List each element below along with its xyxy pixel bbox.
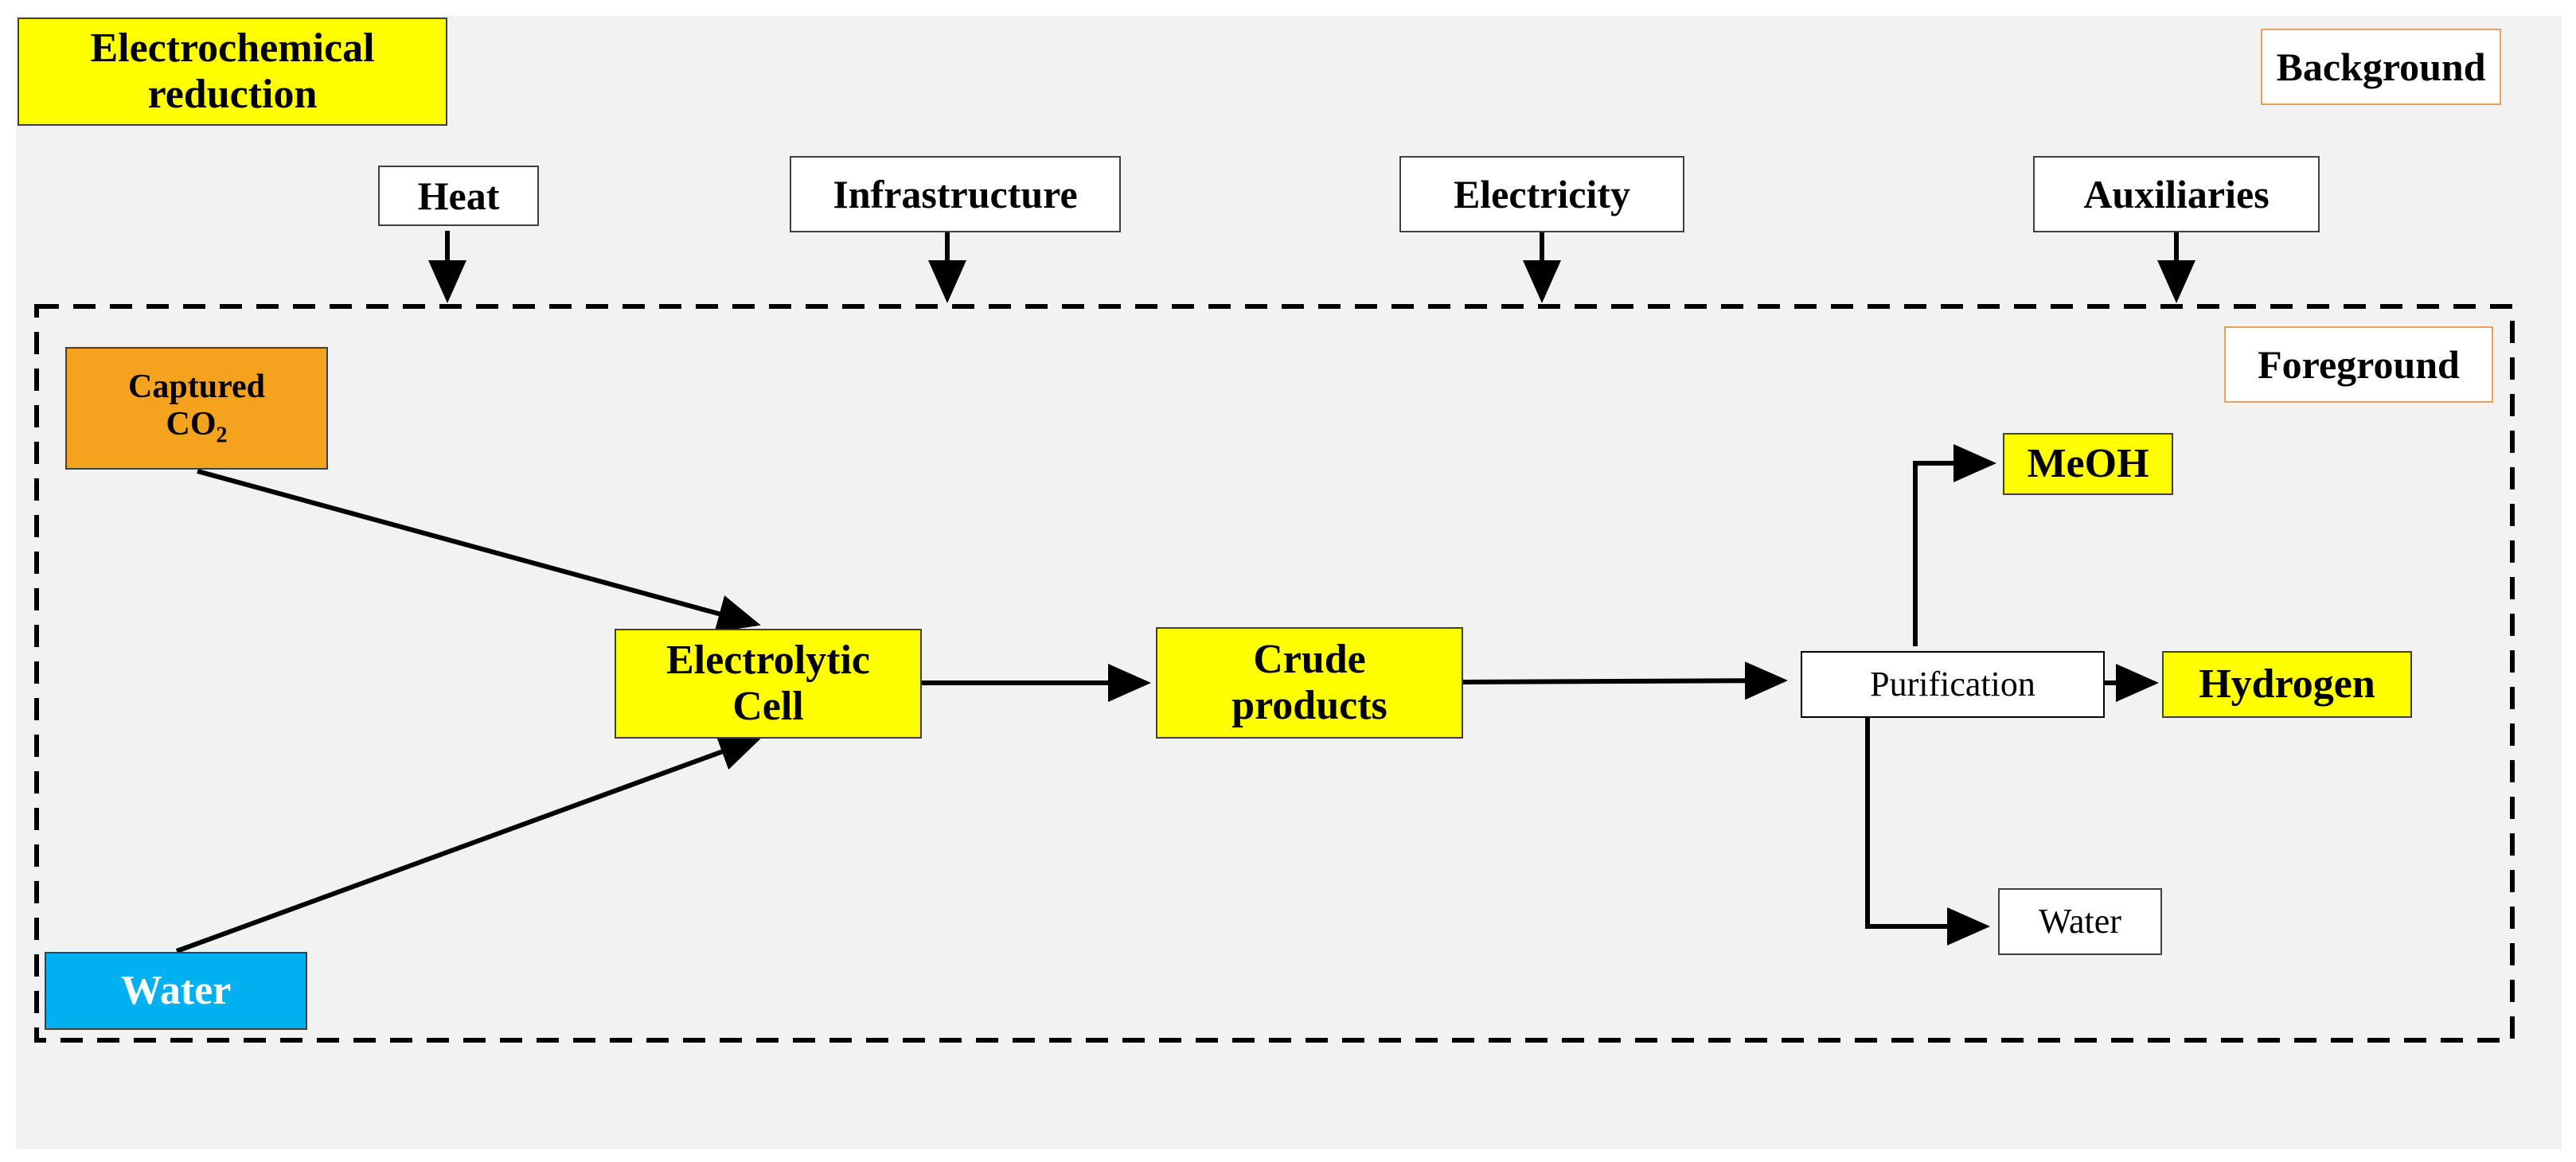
co2-to-cell-arrow [197,469,761,633]
water-output-label: Water [2039,902,2121,942]
foreground-label-text: Foreground [2258,342,2460,387]
hydrogen-box: Hydrogen [2162,651,2412,718]
purification-to-meoh-arrow [1913,444,1996,646]
electricity-box: Electricity [1399,156,1684,232]
hydrogen-label: Hydrogen [2199,661,2375,707]
background-label-text: Background [2276,45,2486,89]
auxiliaries-box: Auxiliaries [2033,156,2320,232]
captured-co2-label-line1: Captured [128,368,265,406]
infrastructure-label: Infrastructure [833,172,1078,216]
heat-box: Heat [378,166,539,226]
electrolytic-cell-box: Electrolytic Cell [615,629,922,739]
purification-label: Purification [1870,665,2035,704]
water-input-label: Water [120,967,232,1013]
meoh-box: MeOH [2003,433,2173,495]
electricity-label: Electricity [1453,172,1631,216]
heat-label: Heat [417,174,500,218]
purification-box: Purification [1801,651,2105,718]
foreground-label: Foreground [2224,326,2493,403]
meoh-label: MeOH [2027,440,2149,486]
water-to-cell-arrow [175,733,763,953]
crude-products-label: Crude products [1231,636,1388,728]
captured-co2-label-line2: CO2 [166,406,228,448]
page-title-text: Electrochemical reduction [90,25,375,117]
captured-co2-box: Captured CO2 [65,347,328,470]
foreground-boundary [34,304,2515,1043]
auxiliaries-label: Auxiliaries [2083,172,2270,216]
page-title: Electrochemical reduction [18,18,447,126]
infrastructure-box: Infrastructure [790,156,1121,232]
water-output-box: Water [1998,888,2162,955]
water-input-box: Water [45,952,307,1030]
crude-products-box: Crude products [1156,627,1463,739]
crude-to-purification-arrow [1462,661,1788,700]
purification-to-water-arrow [1865,718,1990,946]
background-label: Background [2261,29,2501,105]
electrolytic-cell-label: Electrolytic Cell [665,637,871,729]
